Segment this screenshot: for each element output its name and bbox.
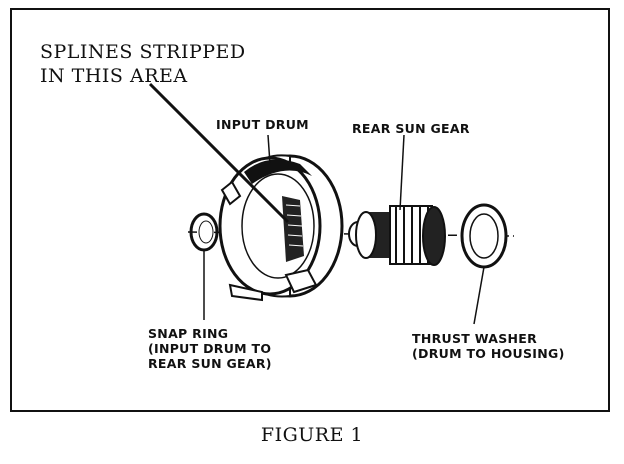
leader-sun-gear <box>399 134 405 211</box>
label-thrust-washer: THRUST WASHER (DRUM TO HOUSING) <box>412 331 565 361</box>
label-snap-ring: SNAP RING (INPUT DRUM TO REAR SUN GEAR) <box>148 326 272 371</box>
leader-splines <box>148 82 290 224</box>
leader-input-drum <box>267 134 271 165</box>
figure-caption: FIGURE 1 <box>260 424 364 446</box>
rear-sun-gear-part <box>348 205 446 266</box>
label-input-drum: INPUT DRUM <box>216 117 309 132</box>
figure-frame <box>10 8 610 412</box>
splines-callout: SPLINES STRIPPED IN THIS AREA <box>40 41 246 87</box>
label-rear-sun-gear: REAR SUN GEAR <box>352 121 470 136</box>
leader-thrust-washer <box>473 266 485 325</box>
input-drum-part <box>218 154 344 302</box>
thrust-washer-part <box>460 203 508 269</box>
